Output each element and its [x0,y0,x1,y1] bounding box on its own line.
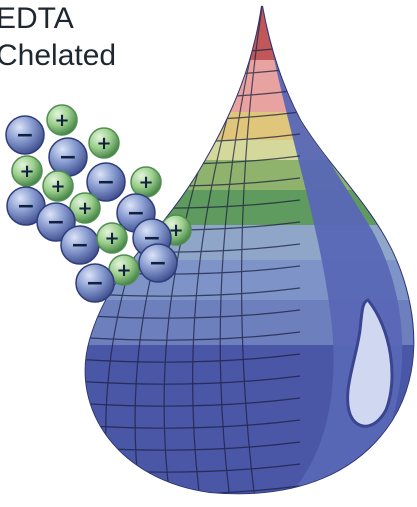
cation-sphere: + [12,156,42,186]
plus-sign: + [138,172,153,193]
anion-sphere: − [6,116,44,154]
cation-sphere: + [43,171,73,201]
minus-sign: − [71,233,89,258]
minus-sign: − [16,123,34,148]
minus-sign: − [59,145,77,170]
ion-cluster: −+−+++−+−+−−+−+−+−− [6,105,191,302]
minus-sign: − [47,210,65,235]
cation-sphere: + [97,223,127,253]
cation-sphere: + [89,128,119,158]
minus-sign: − [149,251,167,276]
anion-sphere: − [61,226,99,264]
plus-sign: + [77,198,92,219]
caption-line-1: EDTA [0,2,74,36]
plus-sign: + [54,110,69,131]
plus-sign: + [116,260,131,281]
anion-sphere: − [76,264,114,302]
minus-sign: − [97,170,115,195]
anion-sphere: − [139,244,177,282]
plus-sign: + [96,133,111,154]
caption-line-2: Chelated [0,39,116,73]
plus-sign: + [50,176,65,197]
plus-sign: + [19,161,34,182]
anion-sphere: − [49,138,87,176]
cation-sphere: + [131,167,161,197]
cation-sphere: + [47,105,77,135]
minus-sign: − [17,194,35,219]
minus-sign: − [86,271,104,296]
plus-sign: + [104,228,119,249]
